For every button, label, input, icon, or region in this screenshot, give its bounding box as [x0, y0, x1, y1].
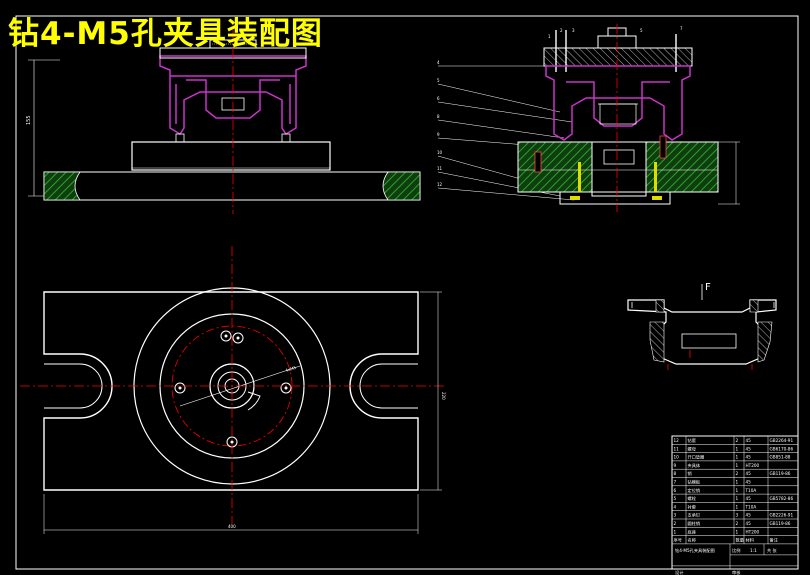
parts-cell: 衬套: [688, 503, 697, 510]
parts-cell: 4: [674, 504, 677, 509]
svg-text:3: 3: [572, 28, 575, 33]
drawing-name-cell: 钻4-M5孔夹具装配图: [675, 547, 715, 554]
parts-cell: 2: [674, 521, 677, 526]
scale-label: 比例: [732, 547, 740, 554]
parts-cell: 45: [746, 471, 752, 476]
parts-cell: 45: [746, 521, 752, 526]
parts-cell: 钻套: [688, 437, 697, 444]
parts-cell: HT200: [746, 529, 760, 534]
svg-text:8: 8: [437, 114, 440, 119]
svg-text:220: 220: [441, 392, 446, 400]
svg-text:7: 7: [680, 26, 683, 31]
drawing-frame: [15, 15, 799, 570]
parts-header-cell: 序号: [674, 537, 682, 544]
svg-text:5: 5: [437, 78, 440, 83]
parts-cell: 45: [746, 513, 752, 518]
checker-label: 审核: [732, 569, 741, 575]
parts-cell: 钻模板: [688, 479, 701, 486]
section-label: F: [705, 282, 711, 293]
front-view: 155: [26, 30, 421, 214]
parts-cell: GB851-88: [770, 455, 791, 460]
parts-cell: 45: [746, 446, 752, 451]
scale-value: 1:1: [750, 548, 757, 553]
parts-cell: 2: [736, 438, 739, 443]
parts-cell: 1: [674, 529, 677, 534]
parts-cell: 1: [736, 529, 739, 534]
parts-cell: 6: [674, 488, 677, 493]
parts-cell: 支承钉: [688, 512, 701, 519]
parts-cell: GB2264-91: [770, 438, 794, 443]
parts-cell: 定位销: [688, 487, 701, 494]
parts-cell: 夹具体: [688, 462, 701, 469]
parts-cell: 螺母: [688, 445, 696, 452]
parts-cell: 45: [746, 496, 752, 501]
svg-text:6: 6: [437, 96, 440, 101]
svg-text:4: 4: [437, 60, 440, 65]
svg-text:12: 12: [437, 182, 443, 187]
parts-cell: 底座: [688, 528, 696, 535]
parts-cell: GB6170-86: [770, 446, 794, 451]
part-view-f: F: [627, 282, 777, 370]
parts-cell: 1: [736, 488, 739, 493]
parts-header-cell: 备注: [770, 537, 779, 544]
parts-cell: 45: [746, 455, 752, 460]
parts-cell: 螺栓: [688, 495, 697, 502]
svg-text:11: 11: [437, 166, 443, 171]
parts-cell: 45: [746, 480, 752, 485]
parts-cell: 1: [736, 446, 739, 451]
parts-cell: 1: [736, 496, 739, 501]
parts-cell: 1: [736, 455, 739, 460]
parts-cell: GB2226-91: [770, 513, 794, 518]
parts-cell: GB119-86: [770, 471, 791, 476]
parts-cell: HT200: [746, 463, 760, 468]
parts-header-cell: 名称: [688, 537, 696, 544]
parts-cell: GB119-86: [770, 521, 791, 526]
svg-text:155: 155: [26, 115, 32, 125]
parts-cell: 3: [674, 513, 677, 518]
parts-cell: 9: [674, 463, 677, 468]
parts-cell: 3: [736, 513, 739, 518]
parts-cell: 10: [674, 455, 680, 460]
svg-text:10: 10: [437, 150, 443, 155]
top-view: 4xM5 400 220: [20, 246, 446, 534]
svg-text:400: 400: [228, 524, 236, 529]
parts-cell: T10A: [745, 504, 757, 509]
parts-cell: 45: [746, 438, 752, 443]
drawing-title: 钻4-M5孔夹具装配图: [8, 16, 323, 52]
parts-cell: 2: [736, 521, 739, 526]
parts-cell: 开口垫圈: [688, 454, 705, 461]
parts-header-cell: 数量: [736, 537, 744, 544]
parts-cell: 11: [674, 446, 680, 451]
svg-text:1: 1: [548, 34, 551, 39]
svg-text:9: 9: [437, 132, 440, 137]
parts-cell: 5: [674, 496, 677, 501]
parts-cell: 圆柱销: [688, 520, 701, 527]
svg-text:4xM5: 4xM5: [285, 365, 297, 373]
svg-text:5: 5: [640, 28, 643, 33]
parts-cell: 1: [736, 480, 739, 485]
parts-cell: 1: [736, 504, 739, 509]
parts-cell: 2: [736, 471, 739, 476]
parts-cell: 7: [674, 480, 677, 485]
parts-cell: T10A: [745, 488, 757, 493]
parts-cell: 12: [674, 438, 680, 443]
parts-cell: 1: [736, 463, 739, 468]
svg-text:2: 2: [560, 28, 563, 33]
parts-header-cell: 材料: [746, 537, 755, 544]
parts-cell: 8: [674, 471, 677, 476]
sheet-label: 共 张: [767, 547, 778, 554]
designer-label: 设计: [675, 569, 683, 575]
parts-cell: 销: [688, 470, 692, 477]
parts-cell: GB5782-86: [770, 496, 794, 501]
